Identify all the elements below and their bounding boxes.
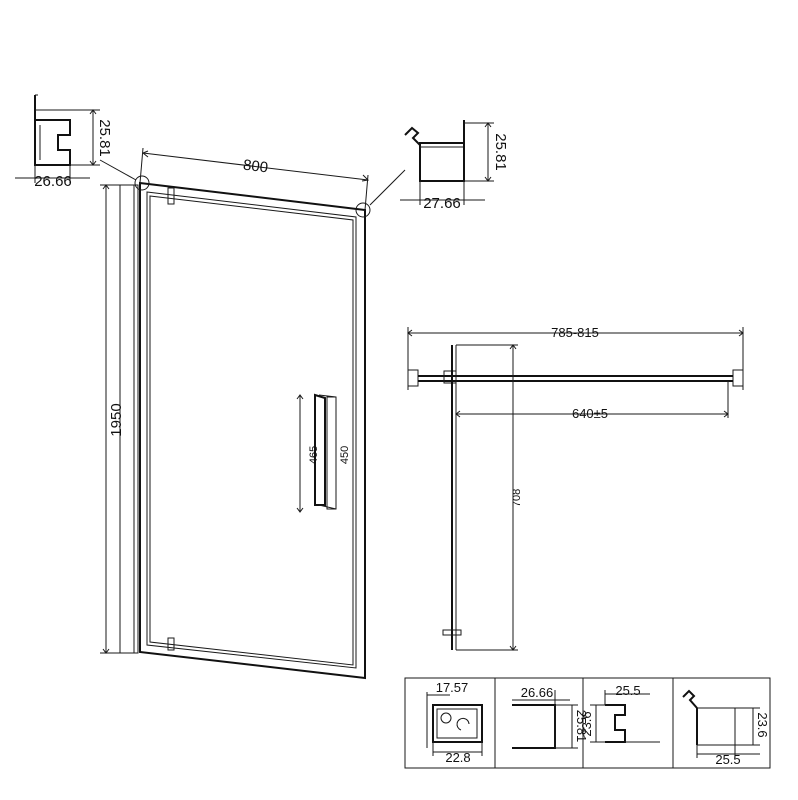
top-right-profile-detail: 25.81 27.66 (369, 120, 509, 212)
profile-panels: 17.57 22.8 26.66 25.81 25.5 (404, 677, 771, 769)
profile-panel-3: 25.5 23.6 (579, 683, 660, 743)
handle-outer-label: 465 (308, 446, 320, 464)
top-right-profile-width-label: 27.66 (423, 195, 461, 212)
door-elevation: 465 450 800 1950 (100, 147, 371, 680)
door-width-label: 800 (242, 157, 269, 177)
plan-view: 785-815 708 640±5 (407, 325, 744, 651)
panel1-top-label: 17.57 (436, 680, 469, 695)
top-right-profile-height-label: 25.81 (492, 133, 509, 171)
door-height-label: 1950 (108, 403, 125, 436)
panel3-side-label: 23.6 (579, 711, 594, 736)
panel3-top-label: 25.5 (615, 683, 640, 698)
panel2-side-label: 25.81 (574, 710, 589, 743)
top-left-profile-height-label: 25.81 (96, 119, 113, 157)
plan-range-label: 785-815 (551, 325, 599, 340)
panel4-side-label: 23.6 (755, 712, 770, 737)
plan-opening-label: 640±5 (572, 406, 608, 421)
panel4-bottom-label: 25.5 (715, 752, 740, 767)
plan-swing-label: 708 (511, 489, 523, 507)
panel1-bottom-label: 22.8 (445, 750, 470, 765)
handle-inner-label: 450 (339, 446, 351, 464)
top-left-profile-detail: 25.81 26.66 (15, 94, 137, 190)
panel2-top-label: 26.66 (521, 685, 554, 700)
profile-panel-1: 17.57 22.8 (426, 680, 483, 765)
top-left-profile-width-label: 26.66 (34, 173, 72, 190)
profile-panel-4: 23.6 25.5 (682, 689, 770, 767)
profile-panel-2: 26.66 25.81 (512, 685, 589, 749)
